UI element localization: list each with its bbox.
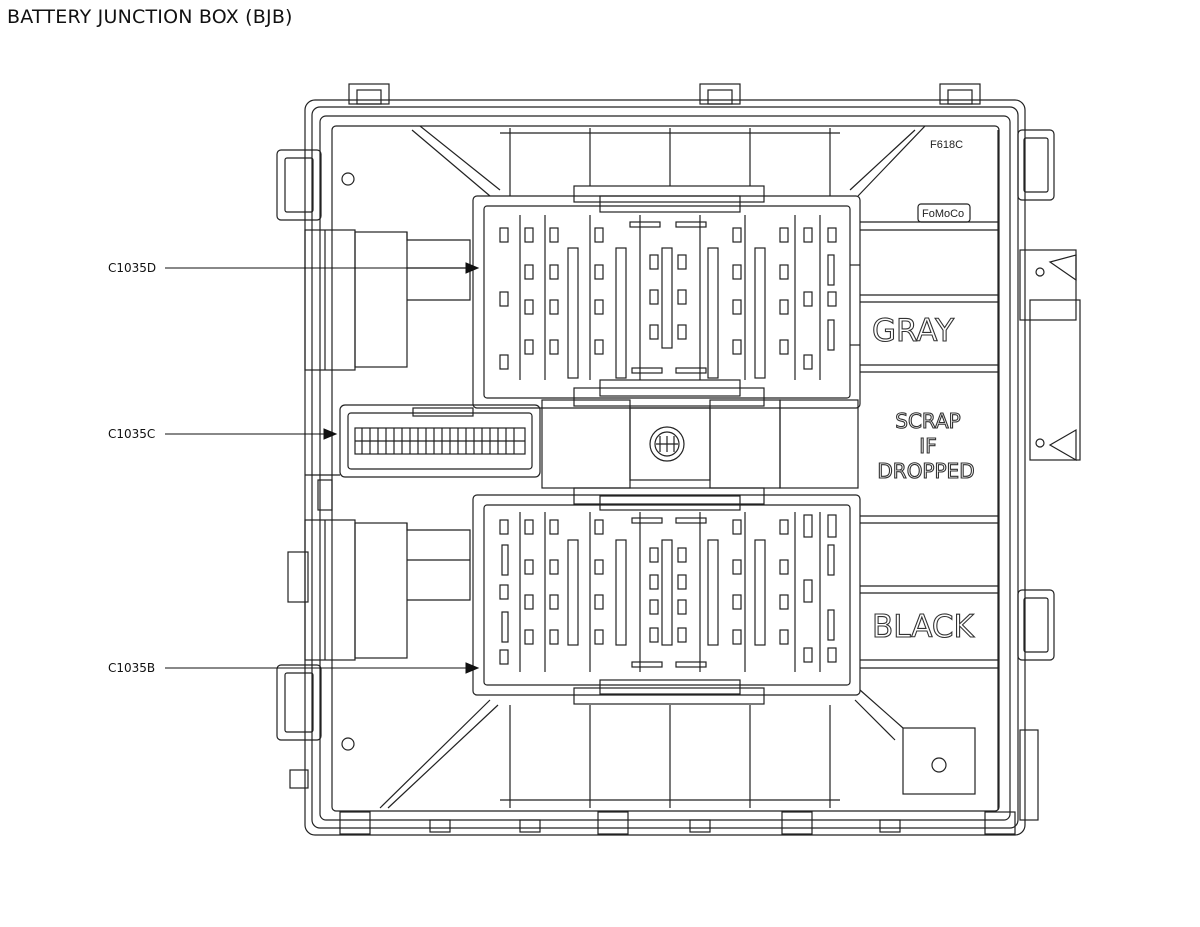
connector-c1035d — [472, 185, 861, 409]
part-number: F618C — [930, 139, 963, 151]
callout-c1035b-label: C1035B — [108, 661, 155, 675]
black-embossed-text: BLACK — [872, 609, 975, 645]
connector-c1035c — [305, 404, 541, 511]
gray-embossed-text: GRAY — [872, 313, 954, 349]
fomoco-logo: FoMoCo — [922, 208, 964, 220]
callout-c1035c-label: C1035C — [108, 427, 155, 441]
fomoco-logo-frame — [917, 203, 971, 223]
callout-leaders — [165, 262, 480, 674]
page-title: BATTERY JUNCTION BOX (BJB) — [7, 6, 293, 28]
scrap-text-line1: SCRAP — [895, 409, 961, 433]
callout-c1035d-label: C1035D — [108, 261, 156, 275]
scrap-text-line3: DROPPED — [877, 459, 974, 483]
housing-outline — [276, 83, 1081, 836]
scrap-text-line2: IF — [919, 434, 936, 458]
connector-c1035b — [472, 487, 861, 705]
